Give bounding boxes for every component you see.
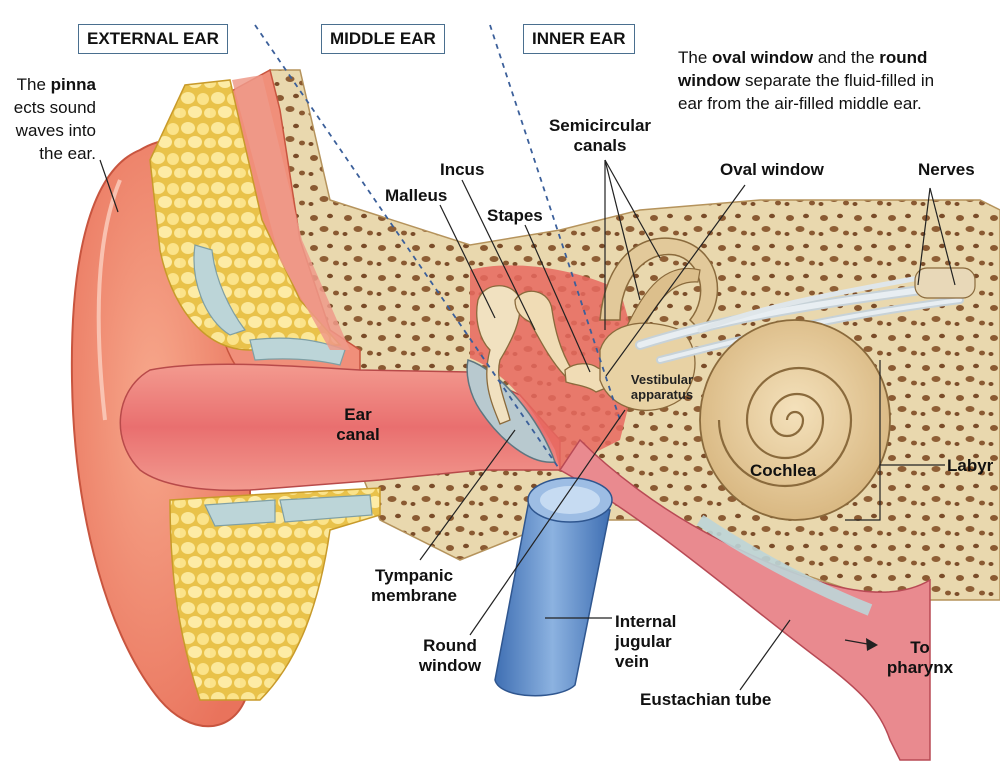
label-eustachian-tube: Eustachian tube	[640, 690, 772, 709]
label-ear-canal-line2: canal	[336, 425, 380, 444]
label-incus: Incus	[440, 160, 485, 179]
ear-canal	[119, 363, 561, 492]
note-window: window	[678, 71, 741, 90]
label-semicircular-canals: Semicircular canals	[530, 116, 670, 156]
pinna-note-text: the ear.	[39, 144, 96, 163]
vestibular-apparatus	[599, 322, 696, 412]
window-note: The oval window and the round window sep…	[678, 46, 934, 115]
note-text: ear from the air-filled middle ear.	[678, 94, 922, 113]
label-vestibular-line2: apparatus	[630, 387, 694, 402]
internal-jugular-vein	[494, 477, 613, 697]
pinna-note: The pinna ects sound waves into the ear.	[14, 73, 96, 165]
label-jugular-line3: vein	[615, 652, 650, 671]
pinna-note-text: The	[16, 75, 51, 94]
pinna-note-text: ects sound	[13, 98, 96, 117]
label-jugular-line1: Internal	[615, 612, 677, 631]
label-round-window: Round window	[405, 636, 495, 676]
note-text: and the	[813, 48, 880, 67]
label-semicircular-line1: Semicircular	[548, 116, 652, 135]
lower-cartilage	[204, 499, 276, 527]
region-inner-ear: INNER EAR	[523, 24, 635, 54]
region-middle-ear: MIDDLE EAR	[321, 24, 445, 54]
label-semicircular-line2: canals	[573, 136, 627, 155]
label-tympanic-membrane: Tympanic membrane	[358, 566, 470, 606]
label-internal-jugular-vein: Internal jugular vein	[615, 612, 676, 672]
label-vestibular-apparatus: Vestibular apparatus	[612, 372, 712, 402]
label-tympanic-line2: membrane	[371, 586, 457, 605]
label-labyrinth: Labyr	[947, 456, 994, 475]
region-external-ear: EXTERNAL EAR	[78, 24, 228, 54]
label-pharynx-line1: To	[910, 638, 930, 657]
label-stapes: Stapes	[487, 206, 543, 225]
note-text: The	[678, 48, 713, 67]
note-round: round	[879, 48, 928, 67]
label-ear-canal-line1: Ear	[344, 405, 372, 424]
eustachian-tube	[558, 438, 931, 761]
pinna-note-text: waves into	[15, 121, 96, 140]
label-round-line2: window	[418, 656, 482, 675]
label-to-pharynx: To pharynx	[880, 638, 960, 678]
label-ear-canal: Ear canal	[318, 405, 398, 445]
label-vestibular-line1: Vestibular	[630, 372, 694, 387]
label-cochlea: Cochlea	[750, 461, 817, 480]
label-malleus: Malleus	[385, 186, 448, 205]
label-pharynx-line2: pharynx	[886, 658, 954, 677]
label-tympanic-line1: Tympanic	[374, 566, 454, 585]
cochlea	[699, 319, 891, 521]
label-nerves: Nerves	[918, 160, 975, 179]
label-round-line1: Round	[423, 636, 477, 655]
leader-lines	[99, 159, 956, 691]
note-text: separate the fluid-filled in	[740, 71, 935, 90]
pinna-note-bold: pinna	[50, 75, 96, 94]
lower-fat-tissue	[169, 487, 381, 701]
label-jugular-line2: jugular	[615, 632, 672, 651]
note-oval-window: oval window	[712, 48, 814, 67]
upper-cartilage	[193, 244, 246, 336]
label-oval-window: Oval window	[720, 160, 824, 179]
